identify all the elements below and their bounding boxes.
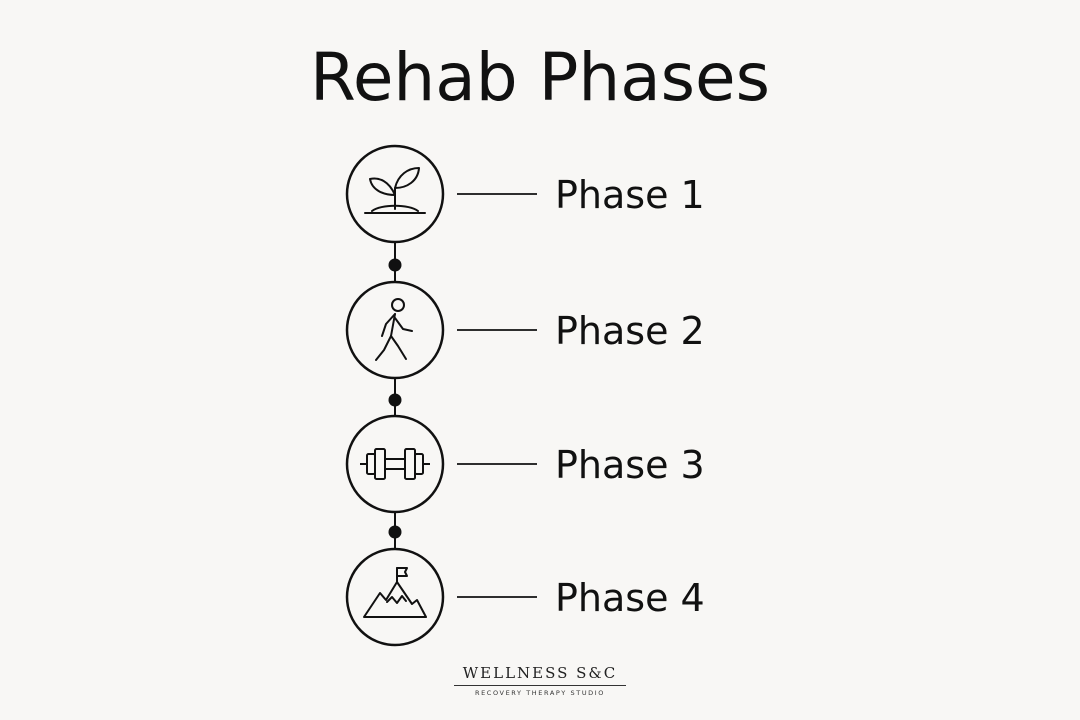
phase-circle bbox=[345, 414, 445, 514]
phase-label-1: Phase 1 bbox=[555, 173, 705, 217]
brand-logo: WELLNESS S&C RECOVERY THERAPY STUDIO bbox=[440, 663, 640, 698]
page-title: Rehab Phases bbox=[309, 39, 771, 116]
dumbbell-icon bbox=[360, 448, 430, 480]
phase-circle bbox=[345, 547, 445, 647]
sprout-icon bbox=[364, 167, 426, 214]
phase-circle bbox=[345, 144, 445, 244]
mountain-flag-icon bbox=[363, 567, 427, 618]
brand-name: WELLNESS S&C bbox=[462, 664, 618, 682]
timeline-dot bbox=[388, 393, 402, 407]
walking-person-icon bbox=[375, 298, 413, 361]
phase-label-2: Phase 2 bbox=[555, 309, 705, 353]
phase-circle bbox=[345, 280, 445, 380]
phase-label-3: Phase 3 bbox=[555, 443, 705, 487]
timeline-dot bbox=[388, 525, 402, 539]
brand-divider bbox=[454, 685, 626, 686]
timeline-dot bbox=[388, 258, 402, 272]
brand-tagline: RECOVERY THERAPY STUDIO bbox=[474, 689, 606, 697]
phase-label-4: Phase 4 bbox=[555, 576, 705, 620]
